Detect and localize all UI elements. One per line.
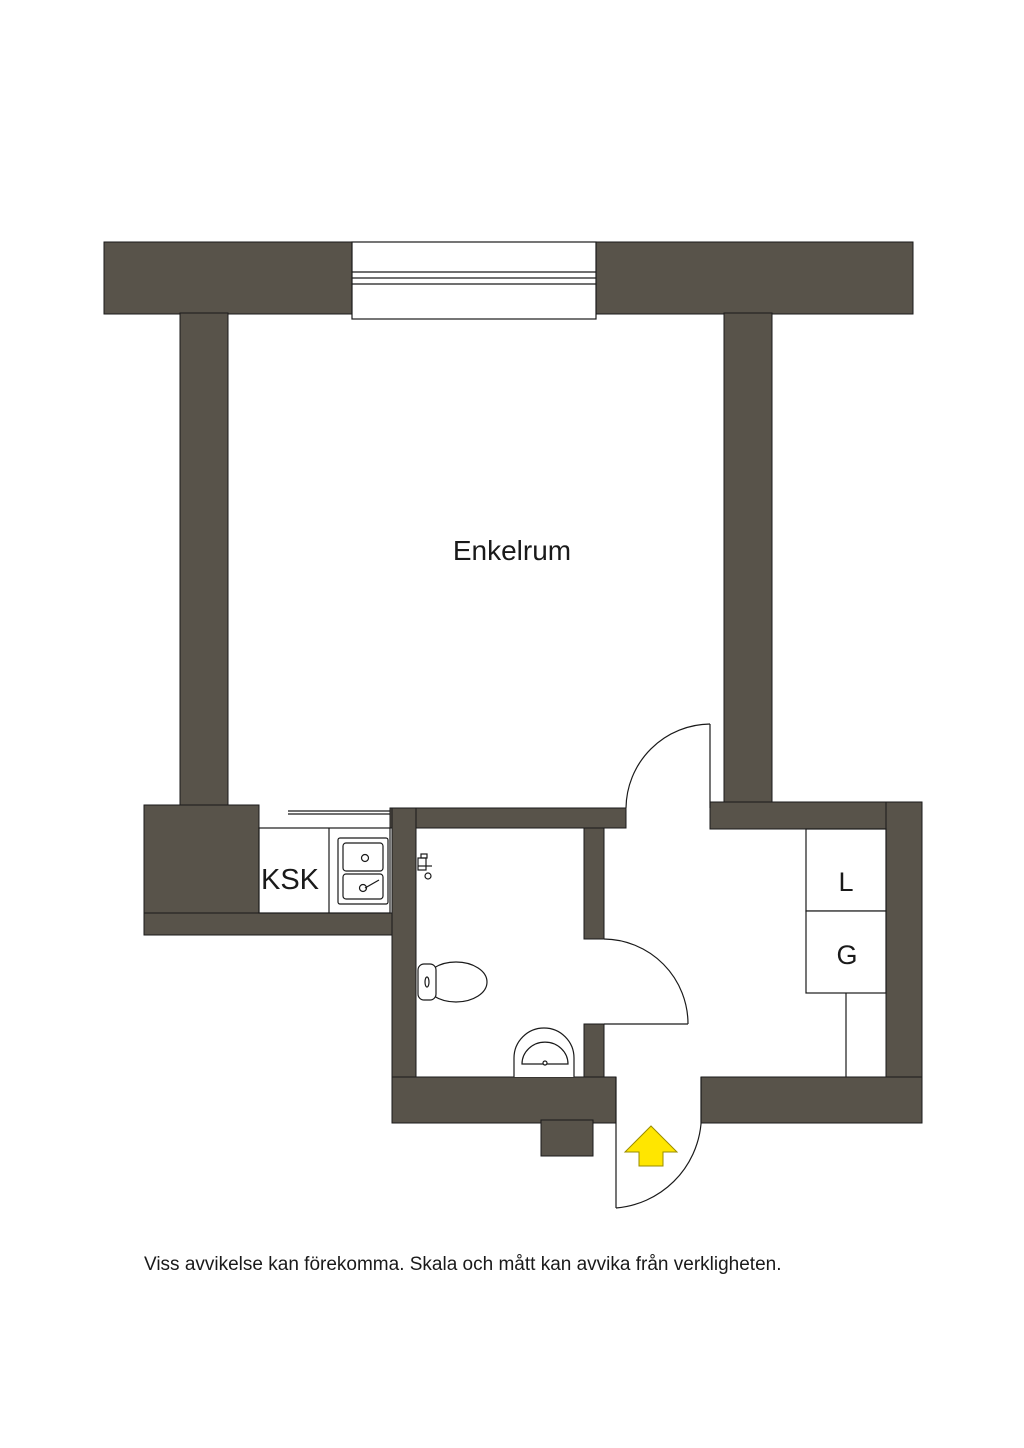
closets — [805, 828, 887, 1077]
main-room-label: Enkelrum — [453, 535, 571, 566]
door-main-room — [625, 723, 711, 809]
disclaimer-text: Viss avvikelse kan förekomma. Skala och … — [144, 1254, 782, 1275]
window — [351, 241, 597, 320]
wall-bottom-left — [391, 1076, 617, 1124]
wall-top-right — [595, 241, 914, 315]
door-bathroom — [603, 938, 689, 1025]
washbasin-icon — [513, 1027, 575, 1077]
linen-closet-label: L — [838, 867, 853, 897]
wall-bath-left — [391, 807, 417, 1124]
wall-bottom-right — [700, 1076, 923, 1124]
entrance-arrow-icon — [623, 1125, 679, 1167]
wall-bath-hall-lower — [583, 1023, 605, 1079]
linen-closet — [805, 828, 887, 912]
walls — [103, 241, 923, 1157]
wall-mid-left — [389, 807, 627, 829]
shower-tap-icon — [417, 853, 432, 880]
kitchenette-label: KSK — [261, 864, 320, 896]
wall-bath-hall-upper — [583, 827, 605, 940]
wall-kitchen-bottom — [143, 912, 417, 936]
toilet-icon — [417, 961, 488, 1003]
wall-east — [885, 801, 923, 1123]
wall-bottom-jog — [540, 1119, 594, 1157]
sink-icon — [337, 837, 389, 905]
wall-top-left — [103, 241, 353, 315]
wall-left — [179, 312, 229, 809]
wardrobe-label: G — [836, 940, 857, 970]
wall-right — [723, 312, 773, 809]
